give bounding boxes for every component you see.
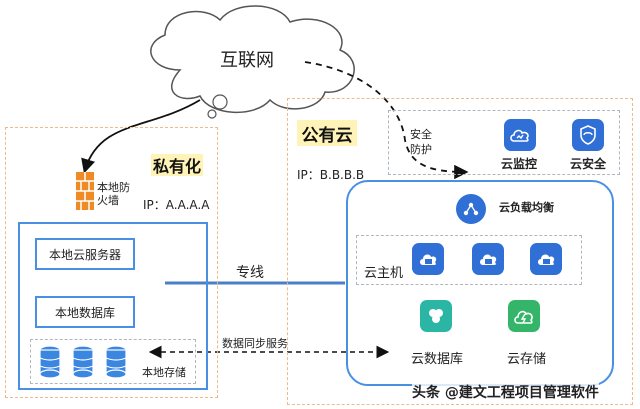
cloud-security-label: 云安全 — [570, 157, 607, 171]
internet-to-security-line — [304, 61, 469, 180]
local-storage-area — [30, 339, 196, 384]
public-cloud-ip: IP：B.B.B.B — [297, 168, 365, 182]
local-database-box: 本地数据库 — [35, 296, 135, 328]
data-sync-label: 数据同步服务 — [222, 337, 288, 350]
cloud-monitor-label: 云监控 — [501, 157, 538, 171]
security-area — [388, 110, 620, 175]
cloud-host-label: 云主机 — [364, 266, 404, 281]
cloud-storage-icon — [508, 300, 540, 332]
cloud-host-area — [356, 235, 582, 285]
cloud-host-icon-1 — [412, 243, 444, 275]
database-cylinders-icon — [38, 345, 138, 379]
cloud-host-icon-2 — [472, 243, 504, 275]
security-protection-label: 安全 防护 — [410, 128, 432, 156]
cloud-monitor-icon — [504, 119, 536, 151]
cloud-database-icon — [420, 300, 452, 332]
watermark-text: 头条 @建文工程项目管理软件 — [412, 382, 599, 402]
cloud-host-icon-3 — [530, 243, 562, 275]
load-balancer-label: 云负载均衡 — [499, 201, 554, 214]
firewall-icon — [76, 172, 94, 210]
private-cloud-region — [5, 127, 218, 398]
private-inner-area — [18, 222, 208, 390]
internet-cloud-shape — [150, 5, 355, 119]
local-cloud-server-label: 本地云服务器 — [48, 247, 121, 262]
cloud-storage-label: 云存储 — [507, 352, 547, 367]
local-cloud-server-box: 本地云服务器 — [35, 238, 135, 270]
internet-label: 互联网 — [220, 50, 274, 71]
private-cloud-ip: IP：A.A.A.A — [143, 198, 210, 212]
firewall-label: 本地防 火墙 — [97, 181, 130, 207]
public-cloud-region — [287, 98, 633, 405]
cloud-security-icon — [572, 119, 604, 151]
local-storage-label: 本地存储 — [142, 366, 186, 379]
dedicated-line-label: 专线 — [236, 265, 264, 281]
load-balancer-icon — [456, 194, 486, 224]
private-cloud-title: 私有化 — [151, 154, 203, 176]
cloud-database-label: 云数据库 — [411, 352, 464, 367]
public-cloud-title: 公有云 — [297, 120, 357, 146]
local-database-label: 本地数据库 — [54, 305, 115, 320]
